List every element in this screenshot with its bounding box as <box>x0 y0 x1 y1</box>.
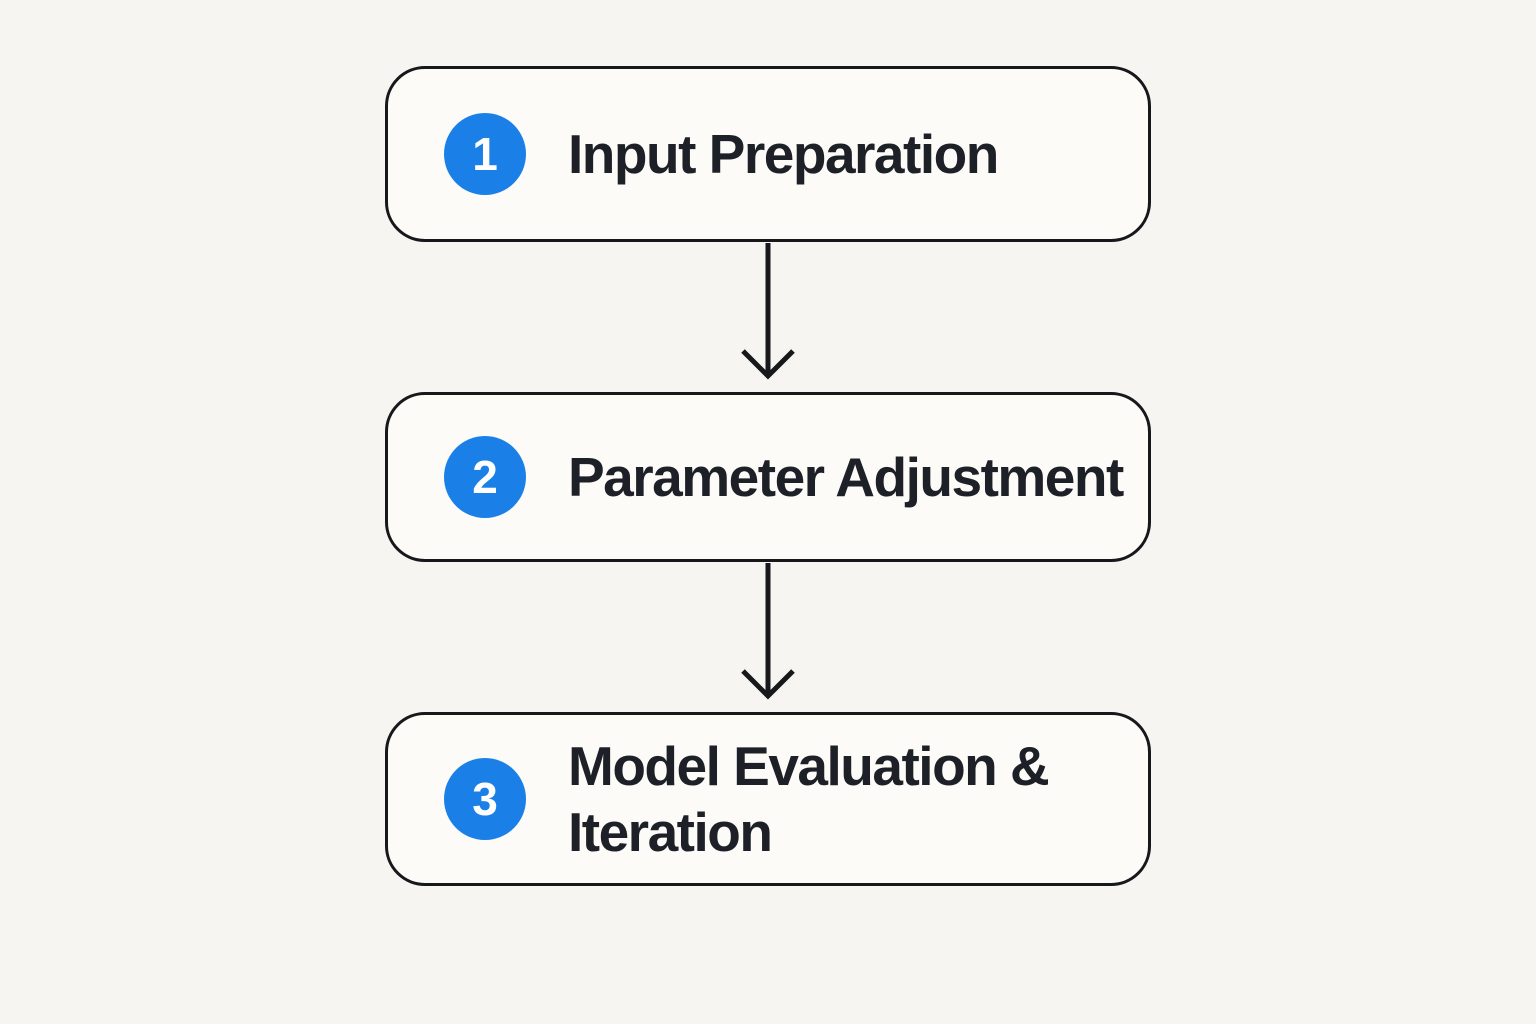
step-number-badge: 3 <box>444 758 526 840</box>
step-number-badge: 1 <box>444 113 526 195</box>
step-number-badge: 2 <box>444 436 526 518</box>
step-box-input-preparation: 1 Input Preparation <box>385 66 1151 242</box>
step-box-model-evaluation-iteration: 3 Model Evaluation & Iteration <box>385 712 1151 886</box>
step-box-parameter-adjustment: 2 Parameter Adjustment <box>385 392 1151 562</box>
step-number: 2 <box>472 451 498 503</box>
arrow-step1-to-step2 <box>741 243 795 380</box>
step-label: Parameter Adjustment <box>568 446 1124 508</box>
step-label: Input Preparation <box>568 123 999 185</box>
step-number: 3 <box>472 773 498 825</box>
step-number: 1 <box>472 128 498 180</box>
arrow-step2-to-step3 <box>741 563 795 700</box>
step-label: Model Evaluation & Iteration <box>568 735 1050 863</box>
